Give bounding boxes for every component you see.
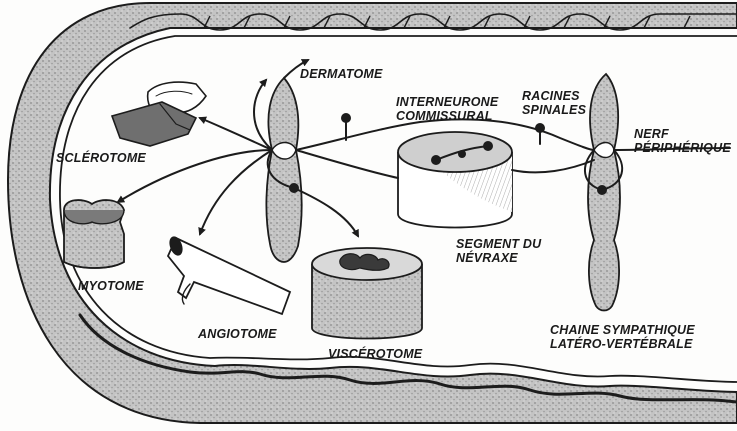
label-dermatome: DERMATOME xyxy=(300,67,383,81)
label-segment-2: NÉVRAXE xyxy=(456,250,518,265)
segment-nevraxe-cylinder xyxy=(398,132,512,228)
spinal-ganglion-left xyxy=(266,78,301,262)
label-chaine-2: LATÉRO-VERTÉBRALE xyxy=(550,336,693,351)
viscerotome-cylinder xyxy=(312,248,422,339)
label-interneurone-2: COMMISSURAL xyxy=(396,109,493,123)
label-myotome: MYOTOME xyxy=(78,279,144,293)
label-chaine-1: CHAINE SYMPATHIQUE xyxy=(550,323,695,337)
label-segment-1: SEGMENT DU xyxy=(456,237,542,251)
label-sclerotome: SCLÉROTOME xyxy=(56,150,146,165)
label-viscerotome: VISCÉROTOME xyxy=(328,346,423,361)
label-racines-1: RACINES xyxy=(522,89,580,103)
label-racines-2: SPINALES xyxy=(522,103,587,117)
label-nerf-1: NERF xyxy=(634,127,669,141)
sympathetic-chain xyxy=(588,74,620,311)
label-nerf-2: PÉRIPHÉRIQUE xyxy=(634,140,731,155)
myotome-block xyxy=(64,200,124,268)
label-interneurone-1: INTERNEURONE xyxy=(396,95,499,109)
label-angiotome: ANGIOTOME xyxy=(197,327,277,341)
